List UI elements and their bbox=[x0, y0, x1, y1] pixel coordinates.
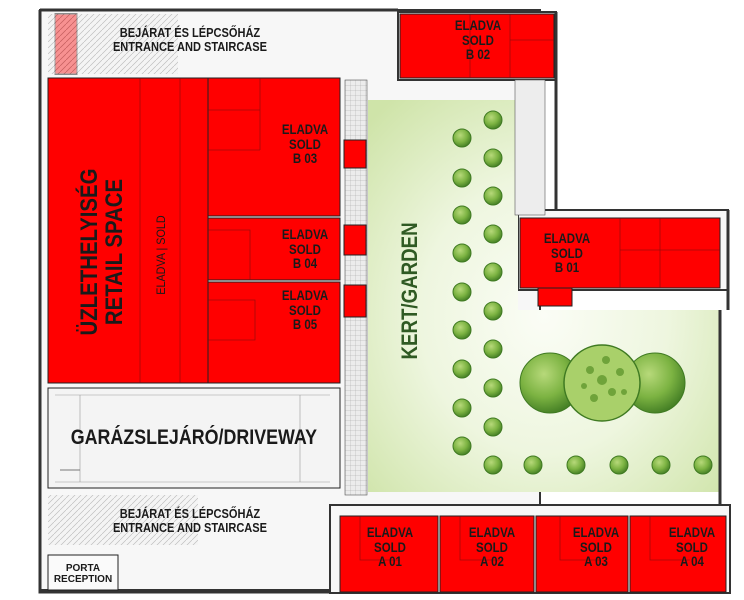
unit-label-a01: ELADVA SOLD A 01 bbox=[349, 525, 431, 569]
unit-label-b02: ELADVA SOLD B 02 bbox=[437, 18, 519, 62]
unit-b05 bbox=[207, 281, 341, 384]
unit-a01-status2: SOLD bbox=[374, 538, 406, 555]
entrance-top-line2: ENTRANCE AND STAIRCASE bbox=[112, 38, 268, 54]
balcony-2 bbox=[343, 224, 367, 256]
entrance-top-line1: BEJÁRAT ÉS LÉPCSŐHÁZ bbox=[119, 25, 261, 40]
unit-a02 bbox=[439, 515, 535, 593]
entrance-top-hatch bbox=[48, 14, 178, 74]
unit-b01-status2: SOLD bbox=[551, 244, 583, 261]
driveway-area bbox=[47, 387, 341, 489]
unit-label-a04: ELADVA SOLD A 04 bbox=[651, 525, 733, 569]
unit-label-b01: ELADVA SOLD B 01 bbox=[526, 231, 608, 275]
unit-b02-status1: ELADVA bbox=[454, 17, 502, 33]
unit-b02-status2: SOLD bbox=[462, 31, 494, 48]
unit-b05-status1: ELADVA bbox=[281, 287, 329, 303]
unit-a04-status1: ELADVA bbox=[668, 524, 716, 540]
balcony-3 bbox=[343, 284, 367, 318]
entrance-bottom-hatch bbox=[48, 495, 198, 545]
unit-a02-status2: SOLD bbox=[476, 538, 508, 555]
entrance-bottom-line1: BEJÁRAT ÉS LÉPCSŐHÁZ bbox=[119, 506, 261, 521]
driveway-text: GARÁZSLEJÁRÓ/DRIVEWAY bbox=[70, 426, 318, 449]
garden-trees bbox=[452, 110, 713, 475]
unit-b01-status1: ELADVA bbox=[543, 230, 591, 246]
unit-b04-status1: ELADVA bbox=[281, 226, 329, 242]
unit-b03-id: B 03 bbox=[292, 150, 318, 167]
entrance-bottom-line2: ENTRANCE AND STAIRCASE bbox=[112, 519, 268, 535]
retail-status: ELADVA | SOLD bbox=[154, 215, 168, 295]
porta-label: PORTA RECEPTION bbox=[48, 563, 118, 585]
unit-b03-status1: ELADVA bbox=[281, 121, 329, 137]
unit-a01-id: A 01 bbox=[378, 553, 402, 570]
unit-b03 bbox=[207, 77, 341, 217]
unit-label-a02: ELADVA SOLD A 02 bbox=[451, 525, 533, 569]
unit-b05-status2: SOLD bbox=[289, 301, 321, 318]
unit-a04 bbox=[629, 515, 727, 593]
unit-label-b05: ELADVA SOLD B 05 bbox=[264, 288, 346, 332]
balcony-1 bbox=[343, 139, 367, 169]
entrance-top-label: BEJÁRAT ÉS LÉPCSŐHÁZ ENTRANCE AND STAIRC… bbox=[109, 26, 271, 53]
interior-walls bbox=[139, 14, 720, 561]
porta-line1: PORTA bbox=[65, 563, 101, 574]
unit-label-b03: ELADVA SOLD B 03 bbox=[264, 122, 346, 166]
balcony-4 bbox=[537, 287, 573, 307]
unit-a03-status1: ELADVA bbox=[572, 524, 620, 540]
unit-b04 bbox=[207, 217, 341, 281]
unit-b04-id: B 04 bbox=[292, 255, 318, 272]
retail-line1: ÜZLETHELYISÉG bbox=[76, 168, 103, 336]
porta-box bbox=[47, 554, 119, 591]
unit-a02-status1: ELADVA bbox=[468, 524, 516, 540]
unit-b04-status2: SOLD bbox=[289, 240, 321, 257]
unit-a04-id: A 04 bbox=[680, 553, 704, 570]
unit-b02 bbox=[399, 13, 555, 79]
unit-a04-status2: SOLD bbox=[676, 538, 708, 555]
sold-units bbox=[47, 13, 727, 593]
unit-a01 bbox=[339, 515, 439, 593]
corridor-strip-3 bbox=[514, 79, 546, 216]
unit-a03-status2: SOLD bbox=[580, 538, 612, 555]
porta-line2: RECEPTION bbox=[53, 573, 113, 585]
unit-a02-id: A 02 bbox=[480, 553, 504, 570]
entrance-bottom-label: BEJÁRAT ÉS LÉPCSŐHÁZ ENTRANCE AND STAIRC… bbox=[109, 507, 271, 534]
tree-cluster bbox=[519, 344, 686, 422]
retail-line2: RETAIL SPACE bbox=[101, 178, 128, 326]
unit-b03-status2: SOLD bbox=[289, 135, 321, 152]
unit-b05-id: B 05 bbox=[292, 316, 318, 333]
unit-a03 bbox=[535, 515, 629, 593]
unit-b02-id: B 02 bbox=[465, 46, 491, 63]
unit-label-b04: ELADVA SOLD B 04 bbox=[264, 227, 346, 271]
unit-label-a03: ELADVA SOLD A 03 bbox=[555, 525, 637, 569]
driveway-label: GARÁZSLEJÁRÓ/DRIVEWAY bbox=[48, 426, 340, 449]
unit-a03-id: A 03 bbox=[584, 553, 608, 570]
unit-b01-id: B 01 bbox=[554, 259, 580, 276]
unit-retail bbox=[47, 77, 209, 384]
garden-label: KERT/GARDEN bbox=[397, 222, 422, 360]
unit-a01-status1: ELADVA bbox=[366, 524, 414, 540]
